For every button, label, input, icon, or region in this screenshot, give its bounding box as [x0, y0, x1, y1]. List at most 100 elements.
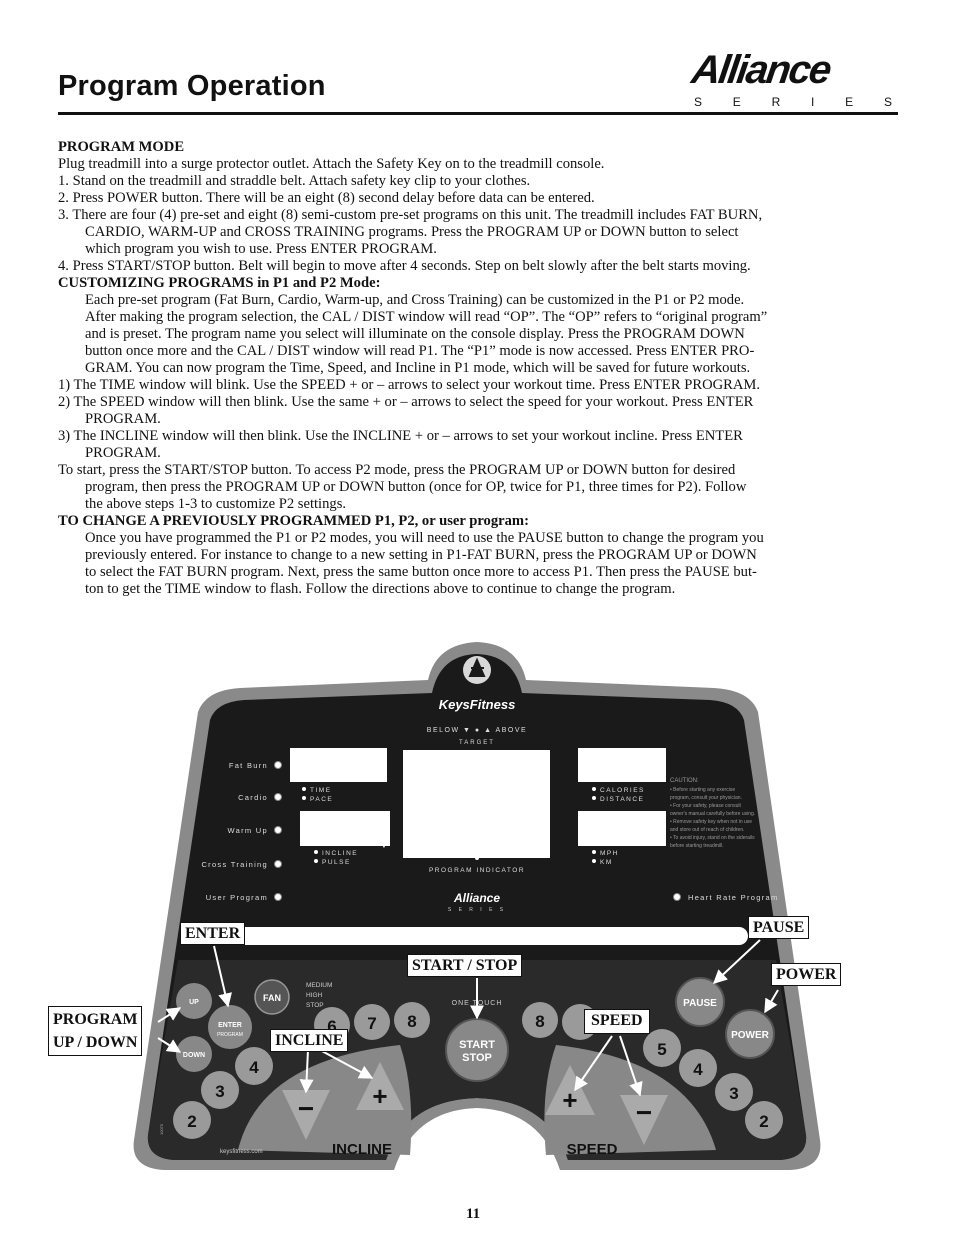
console-brand: KeysFitness: [439, 697, 516, 712]
custom-step-1: 1) The TIME window will blink. Use the S…: [58, 377, 761, 393]
speed-preset-4[interactable]: [679, 1049, 717, 1087]
change-line: ton to get the TIME window to flash. Fol…: [85, 581, 676, 597]
power-button[interactable]: [725, 1009, 775, 1059]
program-led: [274, 793, 282, 801]
incline-preset-7[interactable]: [354, 1004, 390, 1040]
customizing-line: After making the program selection, the …: [85, 309, 768, 325]
target-row: BELOW ▼ ● ▲ ABOVE: [427, 727, 527, 734]
incline-arrow-minus: [299, 1049, 314, 1094]
target-dot-icon: [380, 826, 388, 834]
customizing-line: Each pre-set program (Fat Burn, Cardio, …: [85, 292, 745, 308]
incline-preset-8[interactable]: [394, 1002, 430, 1038]
speed-arrow-minus: [619, 1035, 643, 1097]
console-part-code: 10075: [159, 1123, 164, 1135]
label-pulse: PULSE: [322, 859, 351, 866]
custom-step-2-cont: PROGRAM.: [85, 411, 161, 427]
speed-plus-label: +: [562, 1085, 577, 1115]
logo-letter: I: [811, 95, 815, 109]
speed-number: 2: [759, 1112, 768, 1131]
incline-minus-button[interactable]: [282, 1090, 330, 1140]
instructions-body: PROGRAM MODE Plug treadmill into a surge…: [58, 139, 904, 598]
power-label: POWER: [731, 1030, 770, 1041]
enter-program-button[interactable]: [208, 1005, 252, 1049]
caution-line: • To avoid injury, stand on the siderail…: [670, 835, 755, 841]
program-led: [274, 761, 282, 769]
caution-line: • For your safety, please consult: [670, 803, 741, 809]
customizing-line: button once more and the CAL / DIST wind…: [85, 343, 755, 359]
label-mph: MPH: [600, 850, 619, 857]
speed-arrow-plus: [574, 1035, 613, 1092]
pause-button[interactable]: [675, 977, 725, 1027]
incline-preset-2[interactable]: [173, 1101, 211, 1139]
callout-program-line: PROGRAM: [53, 1011, 138, 1028]
target-label: TARGET: [459, 740, 495, 746]
program-indicator-label: PROGRAM INDICATOR: [429, 867, 525, 874]
speed-word: SPEED: [567, 1141, 618, 1158]
callout-incline: INCLINE: [270, 1029, 349, 1052]
program-user-program: User Program: [206, 893, 268, 902]
label-km: KM: [600, 859, 613, 866]
speed-number: 8: [535, 1012, 544, 1031]
fan-level-medium: MEDIUM: [306, 982, 332, 989]
incline-preset-3[interactable]: [201, 1071, 239, 1109]
step-2: 2. Press POWER button. There will be an …: [58, 190, 595, 206]
change-line: to select the FAT BURN program. Next, pr…: [85, 564, 757, 580]
logo-letter: S: [694, 95, 703, 109]
caution-line: owner's manual carefully before using.: [670, 811, 755, 817]
incline-number: 8: [407, 1012, 416, 1031]
incline-minus-label: −: [298, 1093, 314, 1124]
callout-up-down-line: UP / DOWN: [53, 1034, 138, 1051]
change-line: previously entered. For instance to chan…: [85, 547, 757, 563]
keys-logo-badge: [463, 656, 491, 684]
incline-preset-4[interactable]: [235, 1047, 273, 1085]
speed-preset-2[interactable]: [745, 1101, 783, 1139]
label-time: TIME: [310, 787, 332, 794]
fan-button[interactable]: [254, 979, 290, 1015]
program-warm-up: Warm Up: [228, 826, 269, 835]
pause-label: PAUSE: [683, 998, 717, 1009]
logo-series-text: S E R I E S: [694, 95, 892, 109]
fan-level-stop: STOP: [306, 1002, 324, 1009]
incline-number: 7: [367, 1014, 376, 1033]
caution-line: program, consult your physician.: [670, 795, 742, 801]
customizing-line: and is preset. The program name you sele…: [85, 326, 745, 342]
program-down-label: DOWN: [183, 1052, 205, 1059]
logo-letter: E: [732, 95, 741, 109]
speed-number: 3: [729, 1084, 738, 1103]
speed-display: [578, 811, 666, 846]
label-pace: PACE: [310, 796, 333, 803]
step-3-cont: which program you wish to use. Press ENT…: [85, 241, 437, 257]
program-up-button[interactable]: [176, 983, 212, 1019]
incline-number: 3: [215, 1082, 224, 1101]
program-fat-burn: Fat Burn: [229, 761, 268, 770]
pause-arrow: [712, 939, 761, 984]
speed-preset-3[interactable]: [715, 1073, 753, 1111]
heading-customizing: CUSTOMIZING PROGRAMS in P1 and P2 Mode:: [58, 275, 381, 291]
program-display: [403, 750, 550, 858]
start-text-cont: program, then press the PROGRAM UP or DO…: [85, 479, 747, 495]
caution-line: • Before starting any exercise: [670, 787, 735, 793]
program-down-button[interactable]: [176, 1036, 212, 1072]
incline-number: 2: [187, 1112, 196, 1131]
incline-plus-button[interactable]: [356, 1062, 404, 1110]
page-title: Program Operation: [58, 70, 326, 102]
customizing-line: GRAM. You can now program the Time, Spee…: [85, 360, 751, 376]
incline-arrow-plus: [319, 1049, 374, 1079]
incline-number: 6: [327, 1017, 336, 1036]
callout-start-stop: START / STOP: [407, 954, 523, 977]
console-website: keysfitness.com: [220, 1149, 263, 1155]
speed-preset-8[interactable]: [522, 1002, 558, 1038]
incline-plus-label: +: [372, 1081, 387, 1111]
target-arrow-down-icon: ▼: [379, 840, 389, 851]
custom-step-3-cont: PROGRAM.: [85, 445, 161, 461]
calories-display: [578, 748, 666, 782]
speed-preset-5[interactable]: [643, 1029, 681, 1067]
speed-number: 5: [657, 1040, 666, 1059]
caution-line: before starting treadmill.: [670, 843, 724, 849]
program-cross-training: Cross Training: [201, 860, 268, 869]
speed-minus-button[interactable]: [620, 1095, 668, 1145]
step-3: 3. There are four (4) pre-set and eight …: [58, 207, 763, 223]
enter-arrow: [213, 945, 232, 1008]
speed-plus-button[interactable]: [545, 1065, 595, 1115]
